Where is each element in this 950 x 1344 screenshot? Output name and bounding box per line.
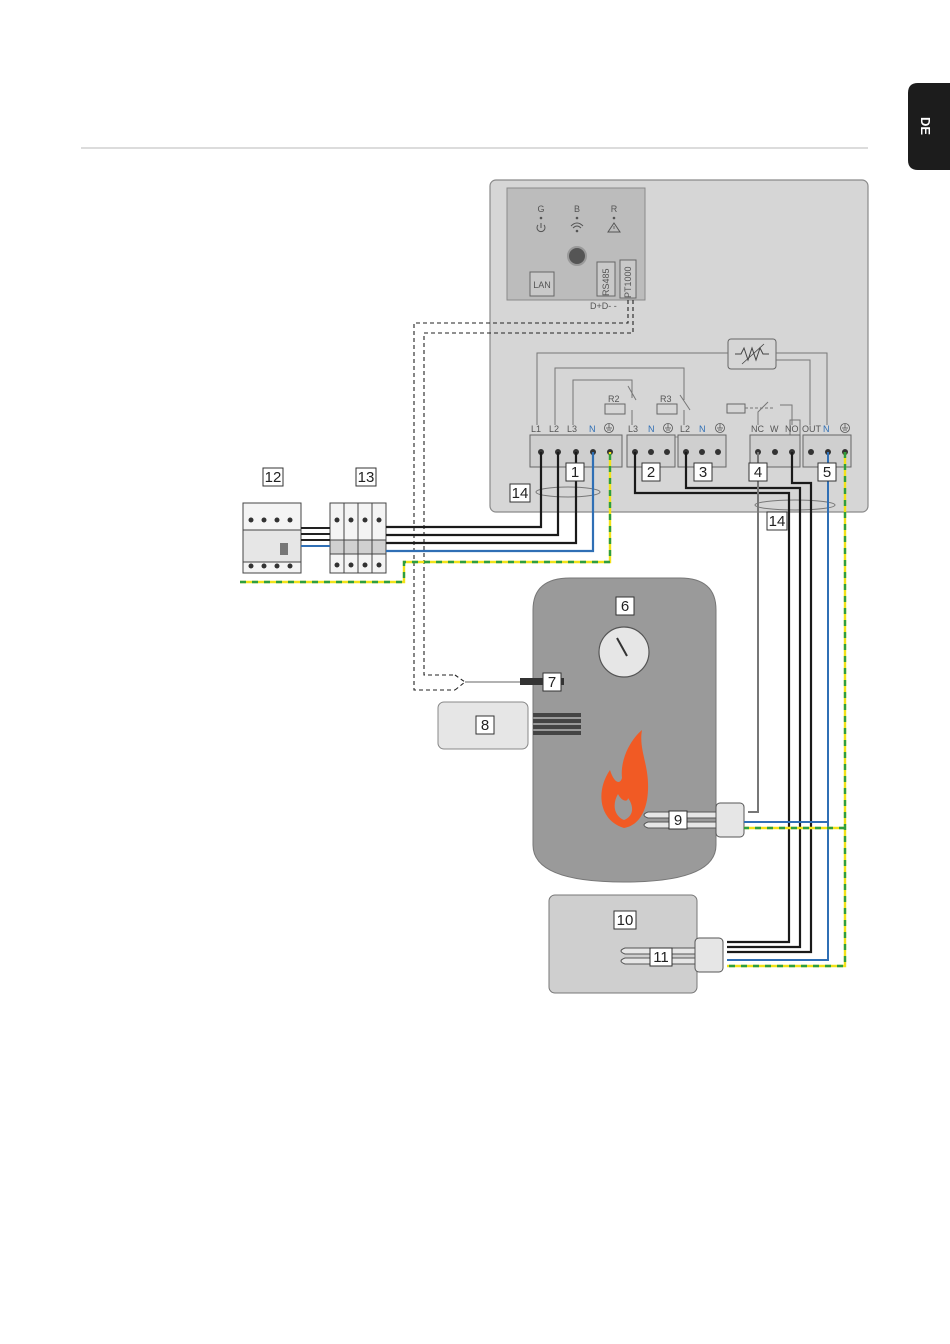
svg-text:5: 5 (823, 464, 831, 481)
rcd-device (243, 503, 301, 573)
t3-l2: L2 (680, 424, 690, 434)
svg-text:8: 8 (481, 717, 489, 734)
callout-6: 6 (616, 597, 634, 615)
callout-8: 8 (476, 716, 494, 734)
callout-1: 1 (566, 463, 584, 481)
heater-enclosure (549, 895, 697, 993)
callout-14-left: 14 (510, 484, 530, 502)
t1-l1: L1 (531, 424, 541, 434)
circuit-breakers (330, 503, 386, 573)
t3-n: N (699, 424, 706, 434)
callout-2: 2 (642, 463, 660, 481)
t5-out: OUT (802, 424, 822, 434)
t1-l2: L2 (549, 424, 559, 434)
svg-text:7: 7 (548, 674, 556, 691)
t2-l3: L3 (628, 424, 638, 434)
svg-text:2: 2 (647, 464, 655, 481)
svg-text:10: 10 (617, 912, 634, 929)
svg-text:1: 1 (571, 464, 579, 481)
callout-7: 7 (543, 673, 561, 691)
callout-14-right: 14 (767, 512, 787, 530)
rs485-label: RS485 (601, 268, 611, 296)
led-g (540, 217, 543, 220)
callout-10: 10 (614, 911, 636, 929)
lan-label: LAN (533, 280, 551, 290)
control-button[interactable] (568, 247, 586, 265)
rcd-links (301, 528, 330, 540)
svg-text:14: 14 (769, 513, 786, 530)
relay-r2 (605, 404, 625, 414)
svg-text:12: 12 (265, 469, 282, 486)
led-label-b: B (574, 204, 580, 214)
relay-r3 (657, 404, 677, 414)
led-r (613, 217, 616, 220)
svg-text:3: 3 (699, 464, 707, 481)
language-tab-label: DE (918, 117, 933, 135)
callout-5: 5 (818, 463, 836, 481)
svg-text:13: 13 (358, 469, 375, 486)
t1-n: N (589, 424, 596, 434)
svg-text:4: 4 (754, 464, 762, 481)
led-label-r: R (611, 204, 618, 214)
svg-text:14: 14 (512, 485, 529, 502)
callout-4: 4 (749, 463, 767, 481)
storage-tank (533, 578, 716, 882)
led-b (576, 217, 579, 220)
callout-9: 9 (669, 811, 687, 829)
t5-n: N (823, 424, 830, 434)
svg-text:9: 9 (674, 812, 682, 829)
callout-13: 13 (356, 468, 376, 486)
callout-3: 3 (694, 463, 712, 481)
t4-nc: NC (751, 424, 764, 434)
t4-no: NO (785, 424, 799, 434)
relay-r2-label: R2 (608, 394, 620, 404)
relay-r3-label: R3 (660, 394, 672, 404)
thermometer-dial-icon (599, 627, 649, 677)
led-label-g: G (537, 204, 544, 214)
t4-w: W (770, 424, 779, 434)
svg-text:6: 6 (621, 598, 629, 615)
rs485-pins-label: D+D- - (590, 301, 617, 311)
callout-11: 11 (650, 948, 672, 966)
relay-output (727, 404, 745, 413)
svg-text:11: 11 (653, 949, 669, 966)
callout-12: 12 (263, 468, 283, 486)
t1-l3: L3 (567, 424, 577, 434)
pt1000-label: PT1000 (623, 266, 633, 298)
t2-n: N (648, 424, 655, 434)
